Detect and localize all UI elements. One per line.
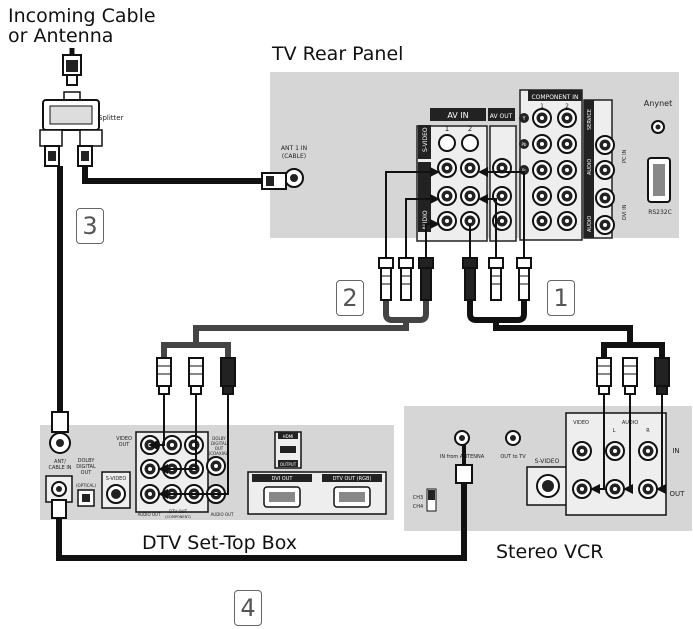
plug-1-right (516, 257, 532, 301)
tv-anynet-rs232c: Anynet RS232C (644, 99, 672, 216)
dtv-set-top-box-title: DTV Set-Top Box (142, 532, 298, 554)
svg-text:AUDIO: AUDIO (587, 159, 593, 175)
svg-text:COMPONENT IN: COMPONENT IN (531, 94, 578, 101)
tv-rear-panel: ANT 1 IN (CABLE) AV IN AV OUT 1 2 S-VIDE… (270, 72, 679, 242)
vcr-panel: IN from ANTENNA OUT to TV S-VIDEO VIDEO … (404, 406, 692, 531)
svg-text:AUDIO OUT: AUDIO OUT (138, 512, 161, 517)
svg-text:S-VIDEO: S-VIDEO (422, 127, 429, 152)
svg-text:(COAXIAL): (COAXIAL) (209, 451, 230, 456)
svg-text:1: 1 (540, 103, 544, 110)
svg-text:OUT: OUT (81, 470, 93, 476)
tv-ant1-in-jack: ANT 1 IN (CABLE) (281, 145, 307, 188)
svg-text:AUDIO: AUDIO (422, 210, 429, 230)
svg-text:OUTPUT: OUTPUT (280, 462, 297, 467)
rca-plugs-vcr (596, 357, 670, 395)
svg-text:2: 2 (565, 103, 569, 110)
stb-panel: ANT/ CABLE IN DOLBY DIGITAL OUT (OPTICAL… (40, 425, 394, 520)
svg-text:Y: Y (521, 116, 526, 122)
svg-text:AUDIO OUT: AUDIO OUT (211, 512, 234, 517)
rca-plugs-tv (378, 257, 532, 301)
svg-text:CH3: CH3 (413, 495, 423, 501)
svg-text:DTV OUT: DTV OUT (169, 509, 188, 514)
svg-text:CH4: CH4 (413, 504, 423, 510)
svg-text:Pb: Pb (522, 142, 527, 147)
stereo-vcr-title: Stereo VCR (496, 541, 604, 563)
svg-text:OUT: OUT (119, 442, 131, 448)
svg-text:OUT: OUT (215, 446, 224, 451)
plug-2-mid (398, 257, 414, 301)
rca-plugs-stb (156, 357, 236, 395)
plug-2-right (418, 257, 434, 301)
plug-1-mid (488, 257, 504, 301)
splitter: Splitter (39, 54, 124, 167)
svg-text:S-VIDEO: S-VIDEO (535, 458, 560, 465)
svg-text:OUT: OUT (670, 490, 686, 498)
svg-text:S-VIDEO: S-VIDEO (106, 476, 127, 482)
incoming-label: Incoming Cable or Antenna (8, 5, 156, 47)
svg-text:Splitter: Splitter (98, 114, 124, 122)
cables (51, 48, 666, 561)
svg-text:AV OUT: AV OUT (490, 113, 513, 120)
svg-text:DVI IN: DVI IN (622, 204, 628, 220)
svg-text:RS232C: RS232C (648, 209, 672, 216)
svg-text:(OPTICAL): (OPTICAL) (76, 483, 97, 488)
plug-1-left (462, 257, 478, 301)
plug-2-left (378, 257, 394, 301)
svg-text:ANT 1 IN: ANT 1 IN (281, 145, 307, 152)
svg-text:OUT to TV: OUT to TV (500, 454, 526, 460)
svg-text:DOLBY: DOLBY (78, 458, 96, 464)
svg-text:2: 2 (468, 125, 472, 133)
svg-text:SERVICE: SERVICE (587, 109, 593, 130)
svg-text:AUDIO: AUDIO (587, 216, 593, 232)
tv-component-in-block: COMPONENT IN 1 2 Y Pb Pr (519, 89, 583, 241)
tv-av-in-block: AV IN AV OUT 1 2 S-VIDEO AUDIO (416, 108, 517, 242)
svg-text:(COMPONENT): (COMPONENT) (165, 515, 191, 519)
svg-text:DIGITAL: DIGITAL (76, 464, 96, 470)
svg-text:DVI OUT: DVI OUT (272, 476, 294, 482)
tv-rear-panel-title: TV Rear Panel (272, 43, 404, 65)
svg-text:R: R (646, 428, 650, 434)
svg-text:1: 1 (445, 125, 449, 133)
svg-text:DTV OUT (RGB): DTV OUT (RGB) (333, 476, 372, 482)
svg-text:Pr: Pr (522, 168, 526, 173)
tv-pc-dvi-block: AUDIO AUDIO SERVICE PC IN DVI IN (583, 99, 628, 239)
svg-text:Anynet: Anynet (644, 99, 672, 108)
svg-text:HDMI: HDMI (283, 434, 294, 439)
step-2-label: 2 (336, 280, 364, 316)
svg-text:DIGITAL: DIGITAL (211, 441, 227, 446)
svg-text:AV IN: AV IN (447, 111, 468, 120)
step-4-label: 4 (234, 590, 262, 626)
svg-text:PC IN: PC IN (622, 149, 628, 163)
svg-text:DOLBY: DOLBY (212, 436, 226, 441)
svg-text:VIDEO: VIDEO (116, 436, 132, 442)
svg-text:(CABLE): (CABLE) (282, 153, 306, 160)
svg-text:CABLE IN: CABLE IN (48, 465, 71, 471)
svg-text:ANT/: ANT/ (54, 459, 66, 465)
svg-text:L: L (613, 428, 616, 434)
svg-text:VIDEO: VIDEO (573, 420, 589, 426)
step-3-label: 3 (76, 208, 104, 244)
svg-text:IN: IN (672, 447, 679, 455)
step-1-label: 1 (547, 280, 575, 316)
